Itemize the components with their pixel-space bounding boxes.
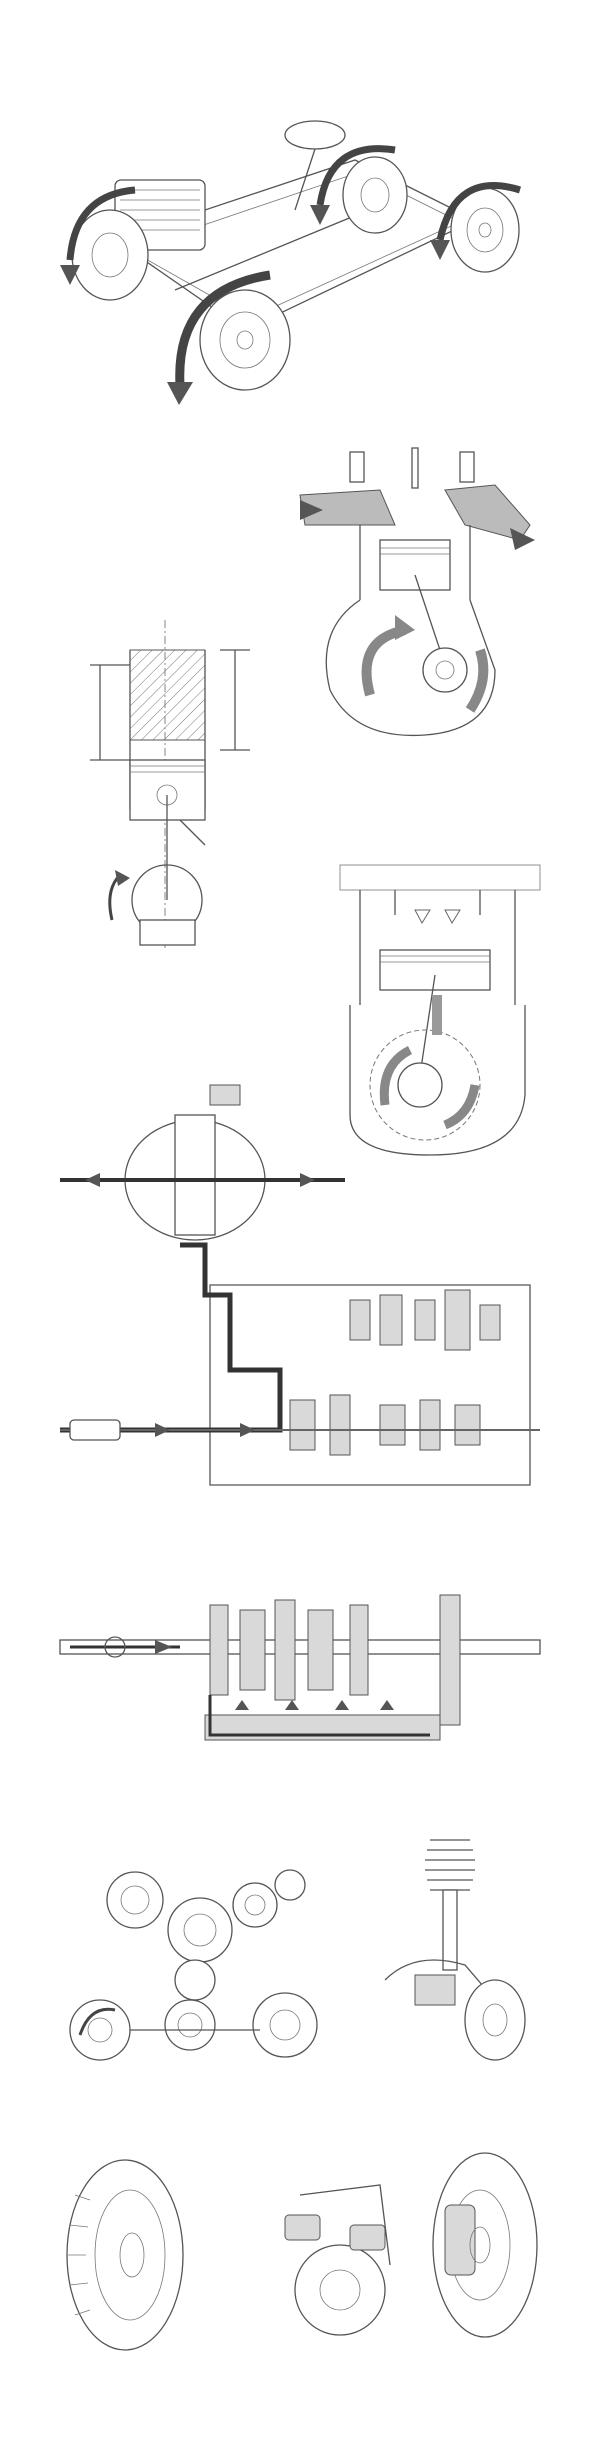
- suspension-strut-icon: [375, 1830, 530, 2080]
- engine-cylinder-icon: [295, 440, 535, 740]
- transaxle-icon: [60, 1084, 540, 1505]
- car-chassis-drivetrain-icon: [55, 100, 535, 405]
- drum-brake-icon: [280, 2155, 400, 2340]
- tire-icon: [60, 2155, 190, 2355]
- piston-stroke-icon: [80, 620, 260, 950]
- gearbox-shaft-icon: [59, 1594, 541, 1760]
- piston-crank-icon: [339, 855, 541, 1175]
- gear-train-icon: [60, 1855, 360, 2070]
- disc-brake-icon: [430, 2145, 540, 2340]
